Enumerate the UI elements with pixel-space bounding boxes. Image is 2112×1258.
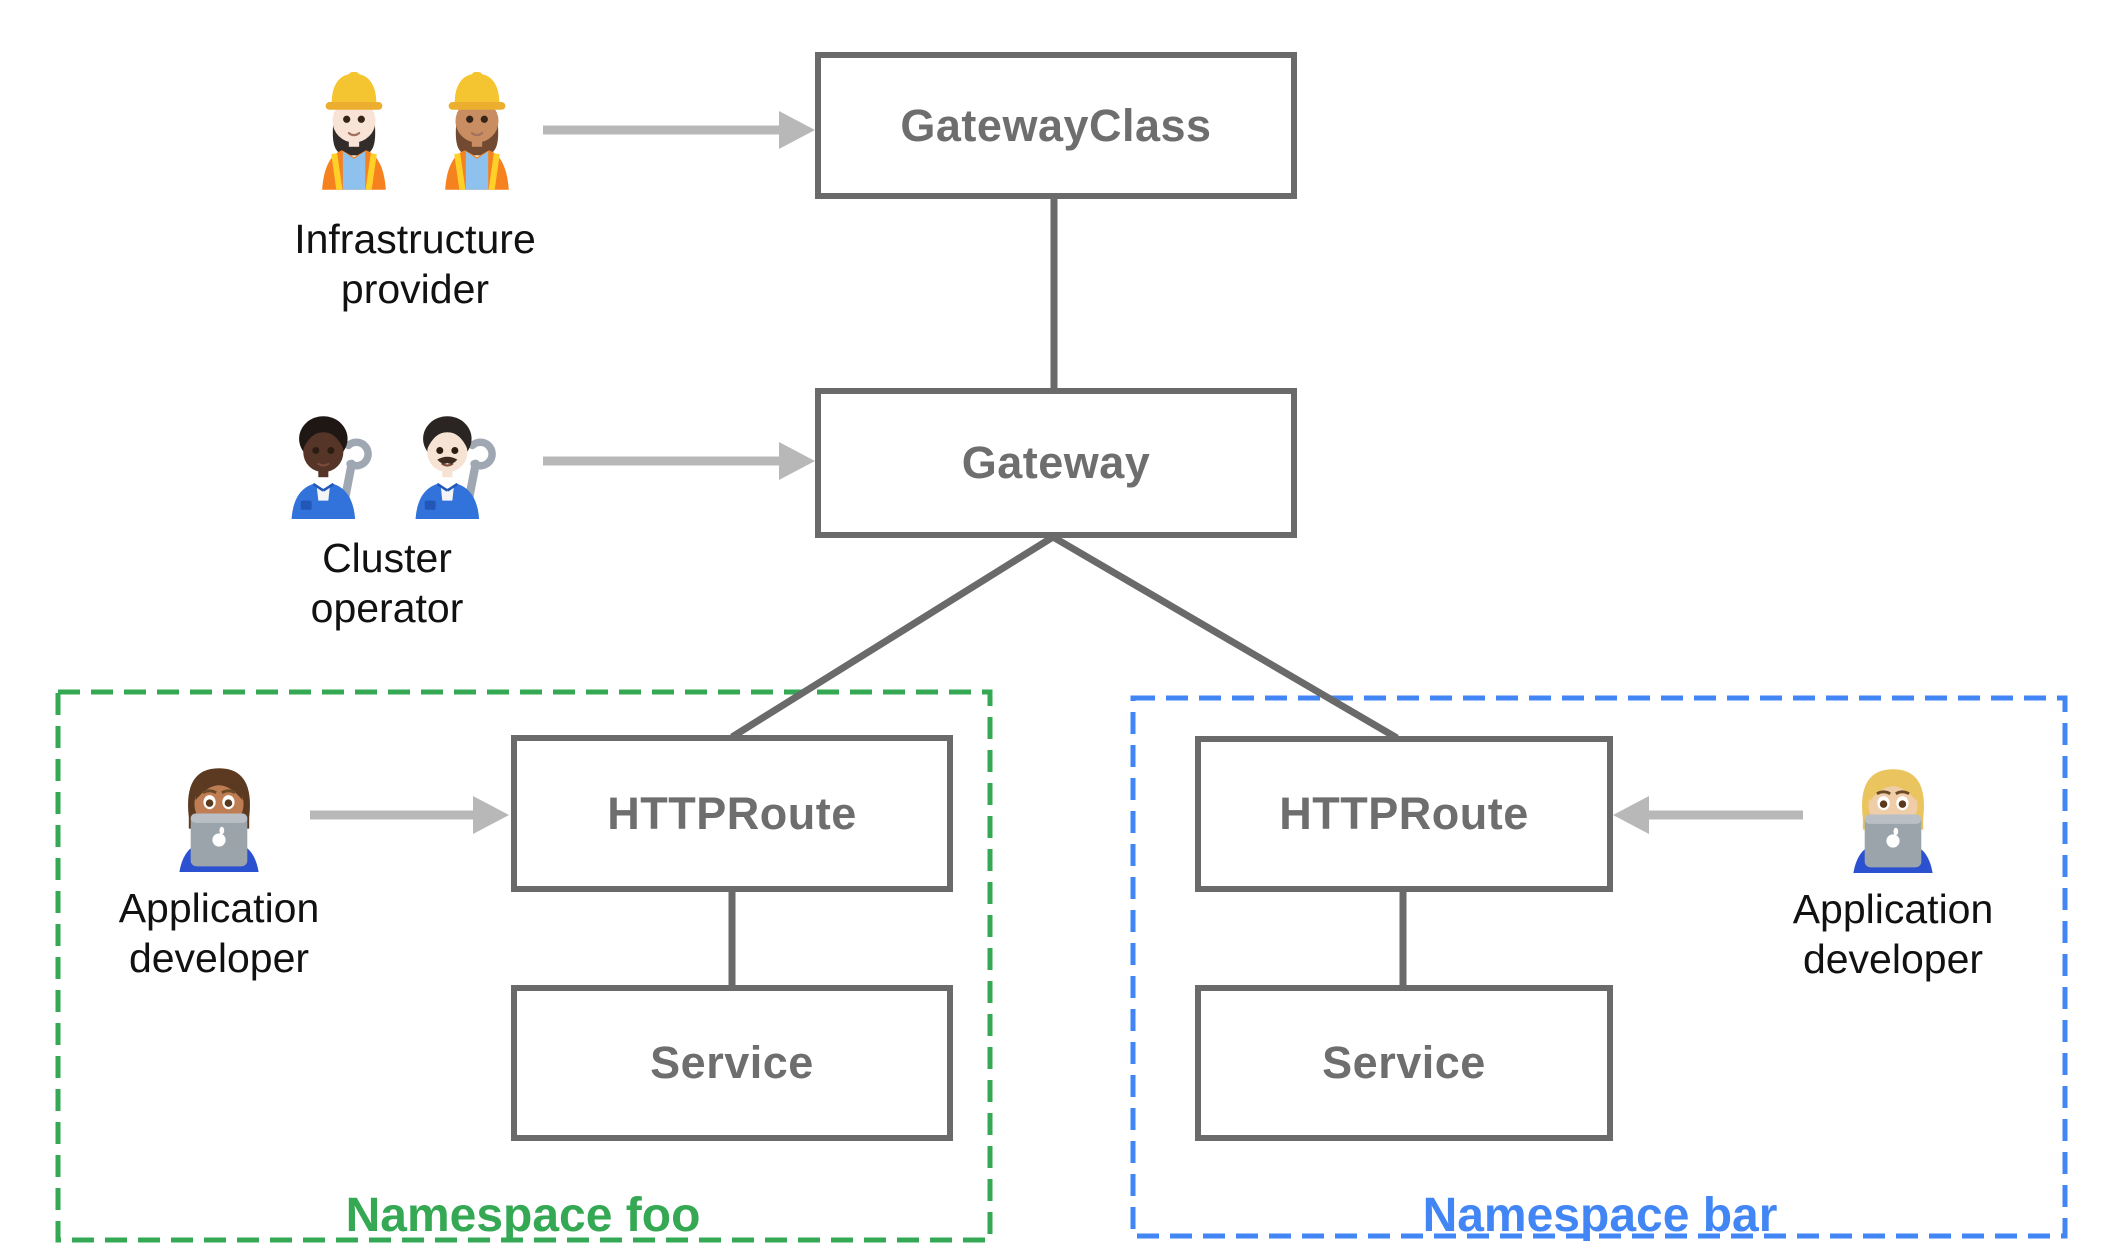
- persona-app-developer-bar: Application developer: [1713, 756, 2073, 984]
- persona-cluster-operator: Cluster operator: [207, 402, 567, 633]
- cluster-operator-label: Cluster operator: [311, 533, 464, 633]
- arrow-app-developer-bar: [1613, 796, 1803, 834]
- node-httproute-foo-label: HTTPRoute: [607, 787, 857, 839]
- infrastructure-provider-label-line1: Infrastructure: [294, 216, 536, 262]
- namespace-bar-label: Namespace bar: [1422, 1189, 1778, 1242]
- persona-app-developer-foo: Application developer: [39, 755, 399, 983]
- man-mechanic-light-icon: [402, 402, 496, 519]
- infrastructure-provider-icons: [311, 64, 520, 190]
- infrastructure-provider-label-line2: provider: [340, 266, 490, 312]
- app-developer-foo-icons: [166, 755, 272, 872]
- woman-construction-worker-light-icon: [311, 64, 397, 190]
- node-gatewayclass: GatewayClass: [815, 52, 1297, 199]
- node-service-bar: Service: [1195, 985, 1613, 1141]
- node-httproute-foo: HTTPRoute: [511, 735, 953, 892]
- arrow-app-developer-foo: [310, 796, 509, 834]
- node-httproute-bar-label: HTTPRoute: [1279, 788, 1529, 839]
- app-developer-foo-label-line1: Application: [118, 885, 320, 931]
- woman-construction-worker-medium-icon: [434, 64, 520, 190]
- cluster-operator-icons: [278, 402, 496, 519]
- connector-gateway-httproute-bar: [1051, 533, 1399, 742]
- app-developer-bar-label-line2: developer: [1802, 936, 1984, 982]
- infrastructure-provider-label: Infrastructure provider: [294, 214, 536, 314]
- persona-infrastructure-provider: Infrastructure provider: [235, 64, 595, 314]
- app-developer-foo-label: Application developer: [119, 883, 320, 983]
- node-gatewayclass-label: GatewayClass: [900, 99, 1212, 151]
- node-service-foo: Service: [511, 985, 953, 1141]
- app-developer-bar-label: Application developer: [1793, 884, 1994, 984]
- arrow-cluster-operator: [543, 442, 815, 480]
- node-service-foo-label: Service: [650, 1037, 814, 1088]
- cluster-operator-label-line1: Cluster: [322, 535, 452, 581]
- app-developer-foo-label-line2: developer: [128, 935, 310, 981]
- namespace-foo-label: Namespace foo: [345, 1189, 701, 1242]
- node-service-bar-label: Service: [1322, 1037, 1486, 1088]
- connector-gateway-httproute-foo: [730, 534, 1055, 740]
- node-gateway-label: Gateway: [961, 437, 1151, 488]
- arrow-infrastructure-provider: [543, 111, 815, 149]
- node-httproute-bar: HTTPRoute: [1195, 736, 1613, 892]
- app-developer-bar-icons: [1840, 756, 1946, 873]
- mechanic-dark-icon: [278, 402, 372, 519]
- node-gateway: Gateway: [815, 388, 1297, 538]
- cluster-operator-label-line2: operator: [310, 585, 464, 631]
- app-developer-bar-label-line1: Application: [1792, 886, 1994, 932]
- man-technologist-icon: [177, 766, 261, 872]
- woman-technologist-icon: [1851, 767, 1935, 873]
- namespace-bar-boundary: [1130, 695, 2068, 1239]
- namespace-foo-boundary: [55, 689, 993, 1243]
